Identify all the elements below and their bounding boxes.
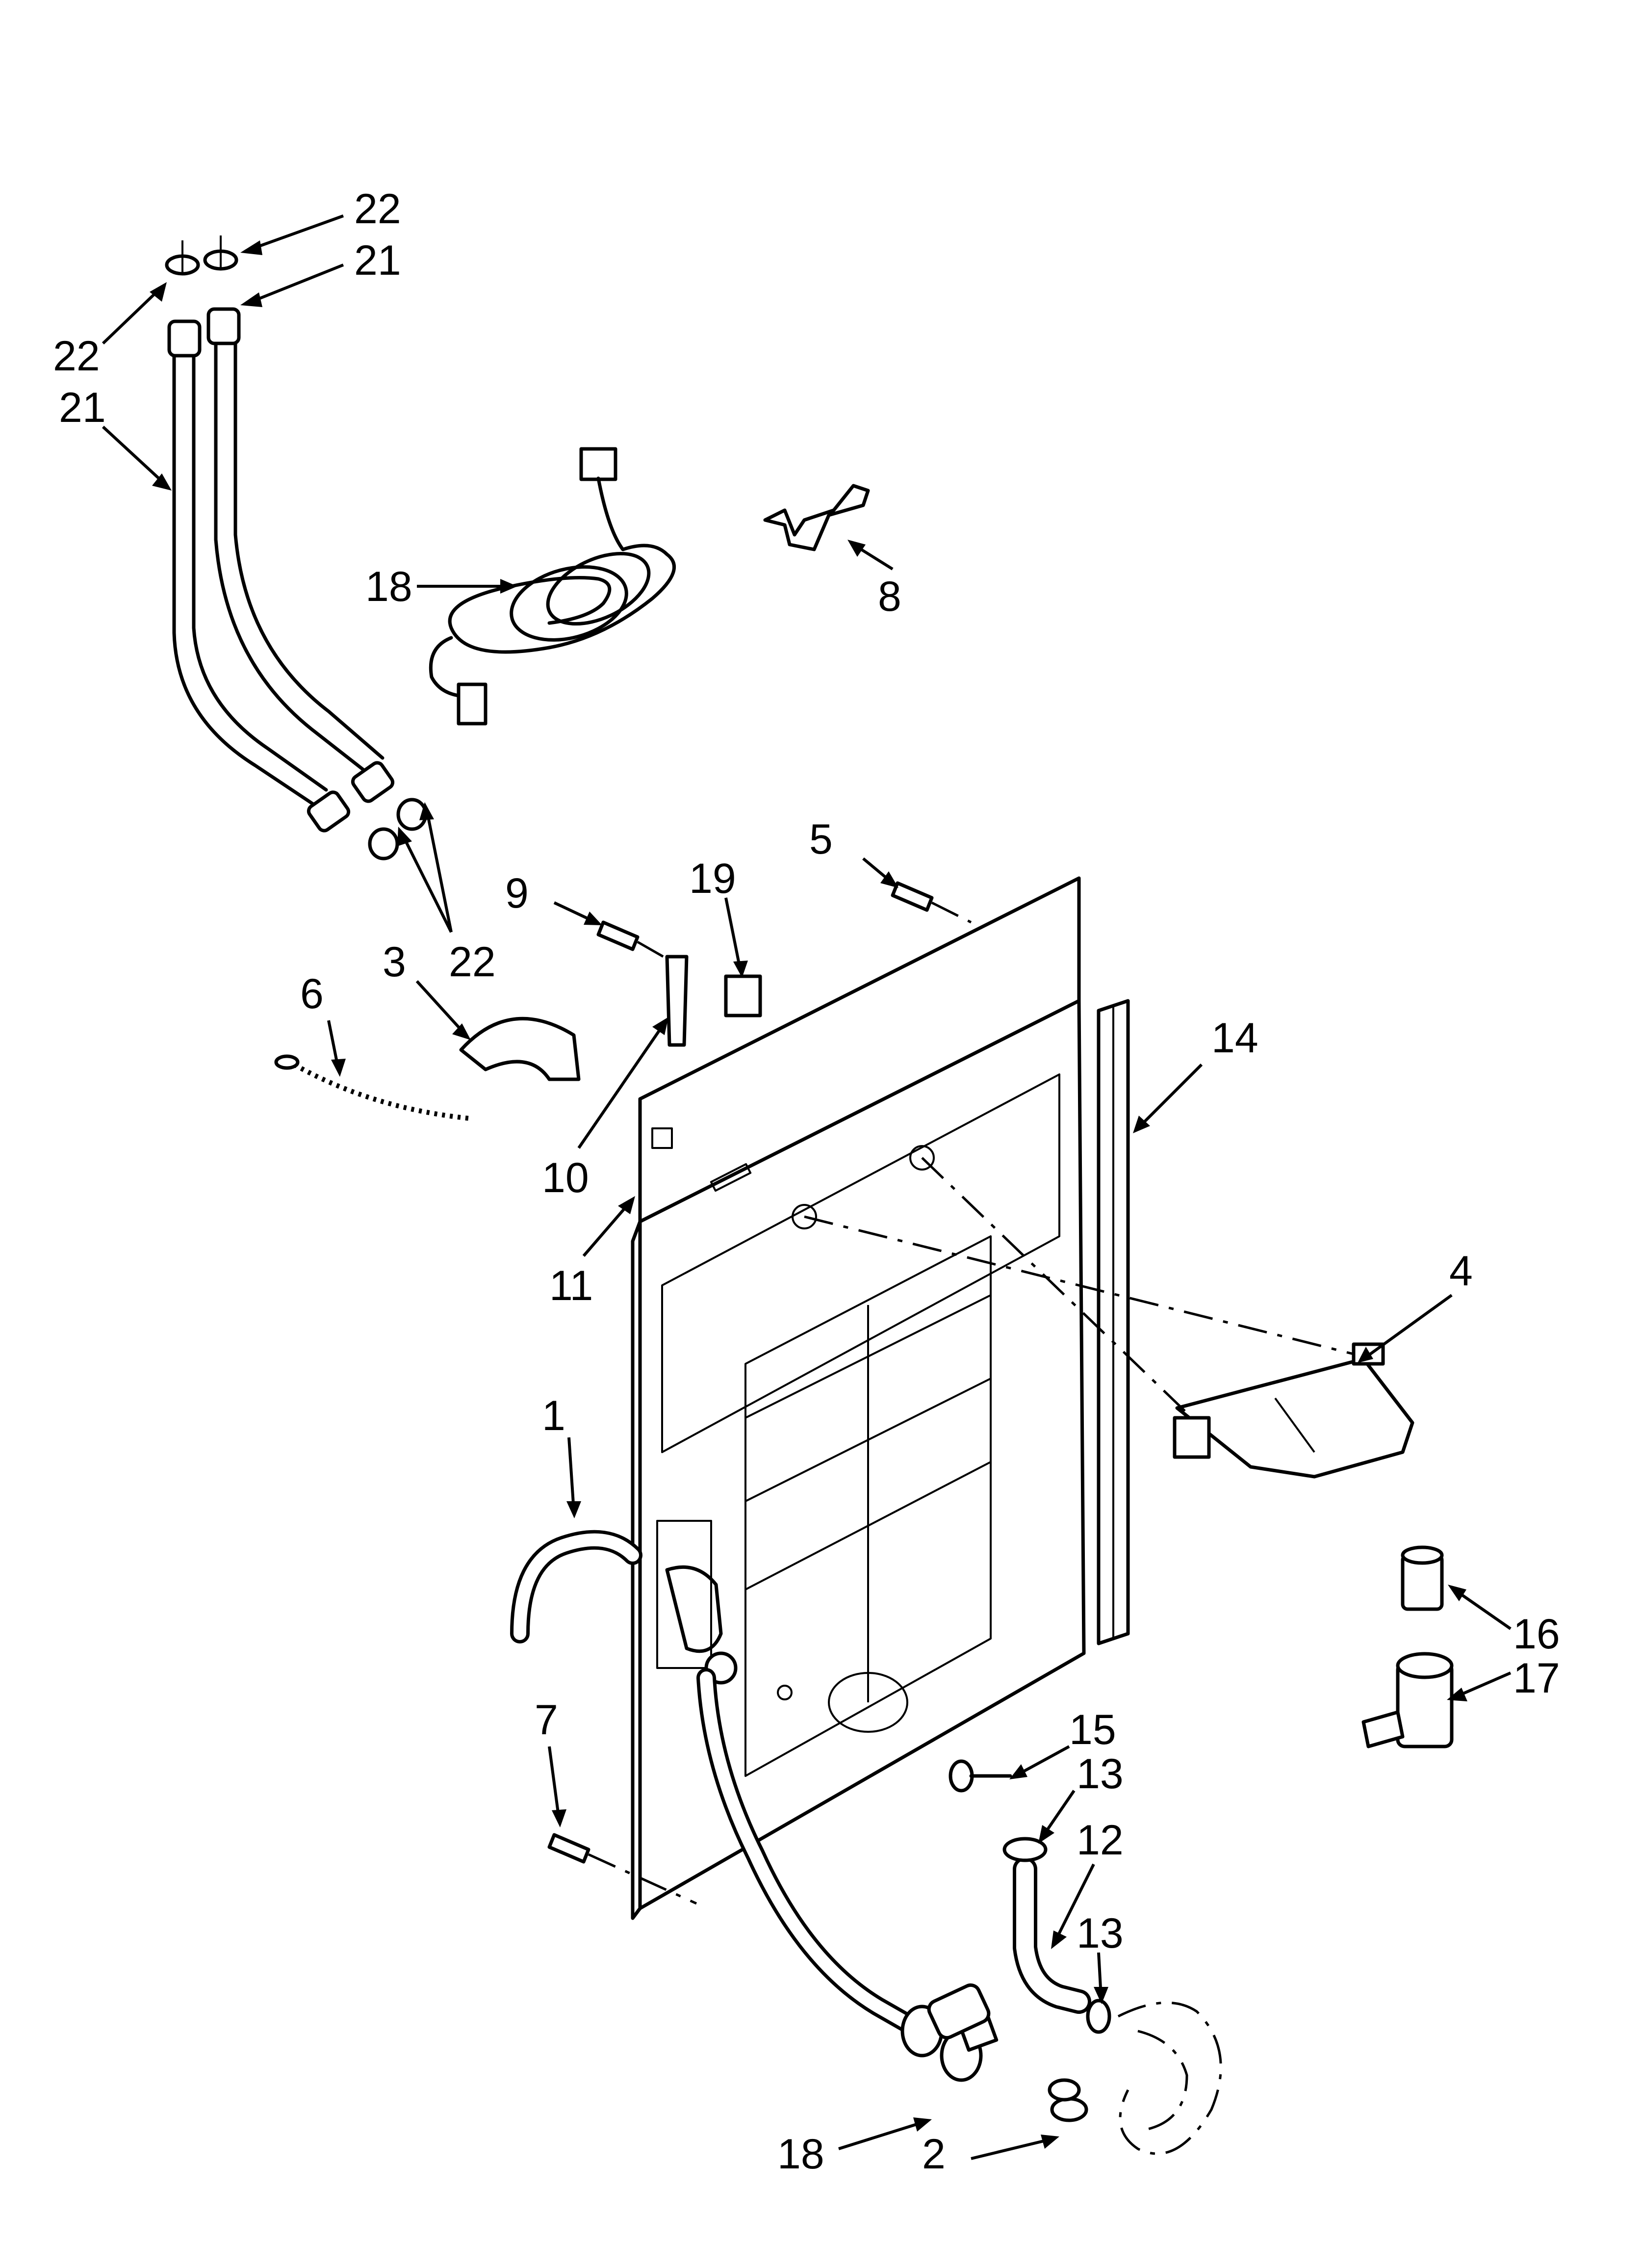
inlet-hoses: [165, 235, 428, 860]
callout-21-top: 21: [354, 237, 401, 284]
callout-22-top: 22: [354, 185, 401, 233]
callout-16: 16: [1513, 1611, 1560, 1658]
callout-22-bottom: 22: [449, 938, 496, 986]
callout-labels: 22 21 22 21 22 18 8 5 9 19 3 6 10 11 14 …: [53, 185, 1560, 2178]
callout-5: 5: [809, 816, 833, 863]
bracket: [763, 484, 870, 551]
callout-8: 8: [878, 573, 901, 620]
callout-4: 4: [1449, 1248, 1473, 1295]
capacitor: [1401, 1545, 1444, 1611]
pump-hose: [949, 1759, 1222, 2155]
callout-15: 15: [1069, 1706, 1116, 1753]
callout-6: 6: [300, 970, 324, 1017]
callout-12: 12: [1077, 1817, 1124, 1864]
callout-9: 9: [505, 870, 529, 917]
power-cord: [429, 447, 676, 726]
callout-17: 17: [1513, 1655, 1560, 1702]
small-parts: [274, 881, 1081, 2102]
callout-22-left: 22: [53, 333, 100, 380]
callout-7: 7: [535, 1696, 558, 1744]
leader-lines: [102, 214, 1512, 2160]
motor-switch: [1361, 1652, 1454, 1748]
side-rail: [1097, 999, 1130, 1645]
rear-panel: [631, 876, 1086, 1920]
callout-13-upper: 13: [1077, 1750, 1124, 1798]
callout-18: 18: [777, 2131, 824, 2178]
callout-19: 18: [365, 563, 412, 610]
callout-10: 10: [542, 1154, 589, 1201]
callout-3: 3: [383, 938, 406, 986]
callout-1: 1: [542, 1392, 565, 1439]
callout-21-left: 21: [59, 384, 106, 431]
callout-13-lower: 13: [1077, 1910, 1124, 1957]
callout-20: 19: [689, 855, 736, 902]
callout-14: 14: [1211, 1015, 1258, 1062]
callout-2: 2: [922, 2131, 946, 2178]
callout-11: 11: [549, 1262, 593, 1309]
